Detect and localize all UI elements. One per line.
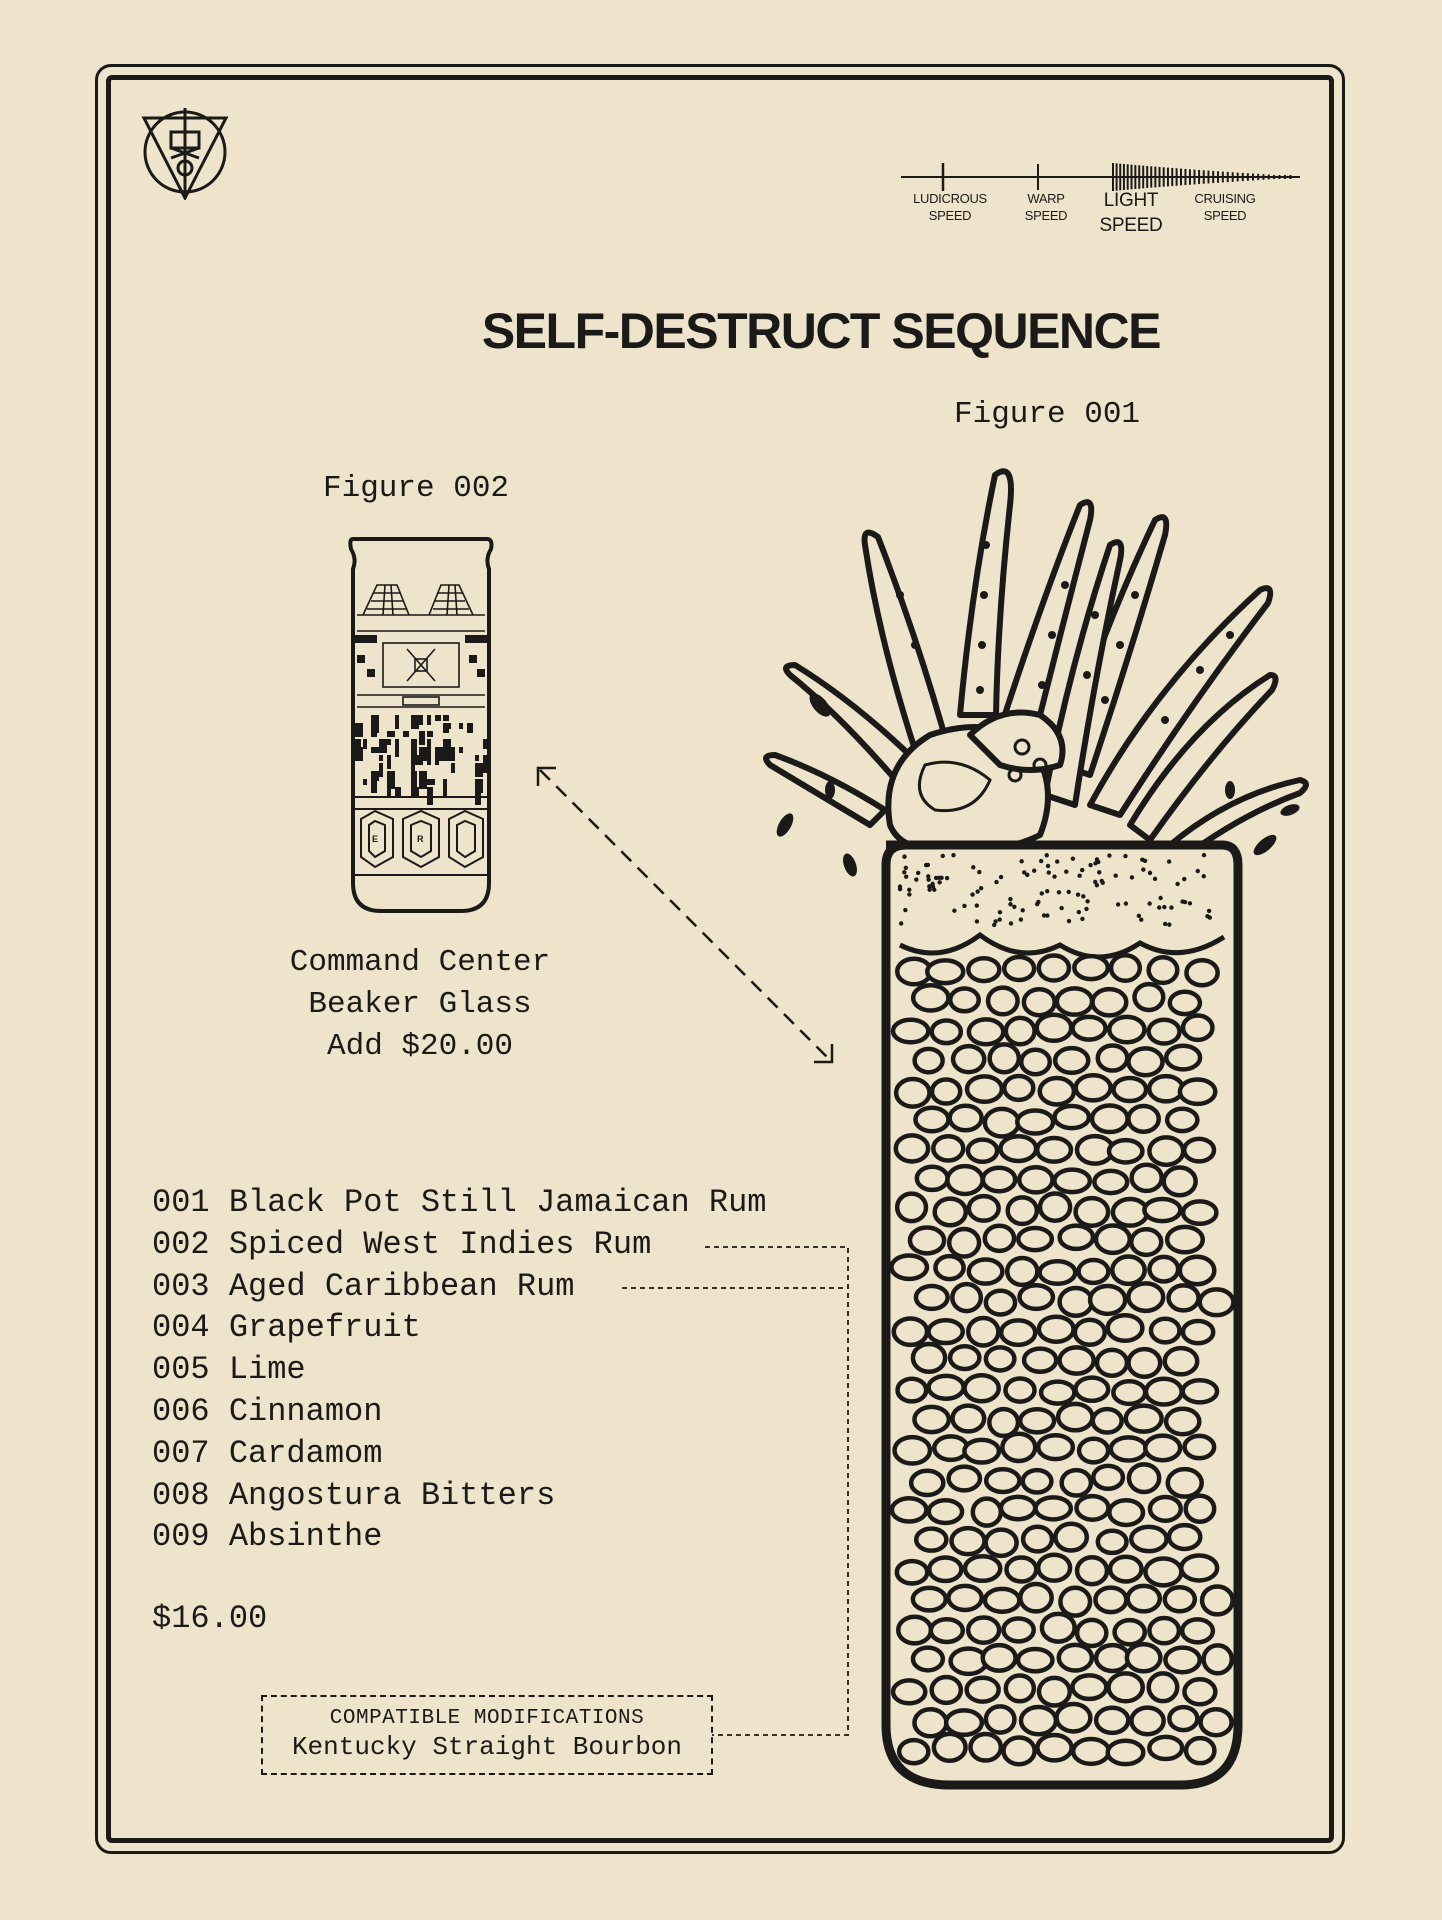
ingredient-list: 001 Black Pot Still Jamaican Rum 002 Spi… bbox=[152, 1182, 767, 1558]
modification-connector-lines bbox=[622, 1246, 849, 1736]
modifications-title: COMPATIBLE MODIFICATIONS bbox=[329, 1707, 645, 1730]
figure-002-label: Figure 002 bbox=[323, 471, 510, 506]
ingredient-item: 005 Lime bbox=[152, 1351, 306, 1389]
compatible-modifications-box: COMPATIBLE MODIFICATIONS Kentucky Straig… bbox=[261, 1695, 713, 1775]
figure-001-label: Figure 001 bbox=[954, 397, 1141, 432]
ingredient-item: 008 Angostura Bitters bbox=[152, 1476, 556, 1514]
glass-caption-name-line1: Command Center bbox=[289, 945, 551, 980]
glass-caption: Command Center Beaker Glass Add $20.00 bbox=[250, 942, 590, 1068]
drink-title: SELF-DESTRUCT SEQUENCE bbox=[481, 303, 1162, 359]
menu-frame-outer bbox=[95, 64, 1345, 1854]
modification-item: Kentucky Straight Bourbon bbox=[291, 1732, 683, 1762]
ingredient-item: 009 Absinthe bbox=[152, 1518, 383, 1556]
ingredient-item: 006 Cinnamon bbox=[152, 1392, 383, 1430]
ingredient-item: 001 Black Pot Still Jamaican Rum bbox=[152, 1184, 767, 1221]
svg-text:E: E bbox=[372, 834, 378, 844]
ingredient-item: 007 Cardamom bbox=[152, 1434, 383, 1472]
svg-text:R: R bbox=[417, 834, 424, 844]
speed-scale-graphic bbox=[901, 163, 1300, 191]
logo-emblem-icon bbox=[141, 108, 229, 200]
glass-caption-name-line2: Beaker Glass bbox=[308, 987, 532, 1022]
drink-price: $16.00 bbox=[152, 1600, 268, 1637]
glass-upgrade-price: Add $20.00 bbox=[326, 1029, 514, 1064]
tiki-drink-illustration bbox=[763, 468, 1309, 1790]
double-arrow-icon bbox=[536, 766, 834, 1064]
ingredient-item: 003 Aged Caribbean Rum bbox=[152, 1267, 575, 1305]
menu-frame-inner bbox=[106, 75, 1334, 1843]
ingredient-item: 002 Spiced West Indies Rum bbox=[152, 1225, 652, 1263]
ingredient-item: 004 Grapefruit bbox=[152, 1309, 421, 1347]
